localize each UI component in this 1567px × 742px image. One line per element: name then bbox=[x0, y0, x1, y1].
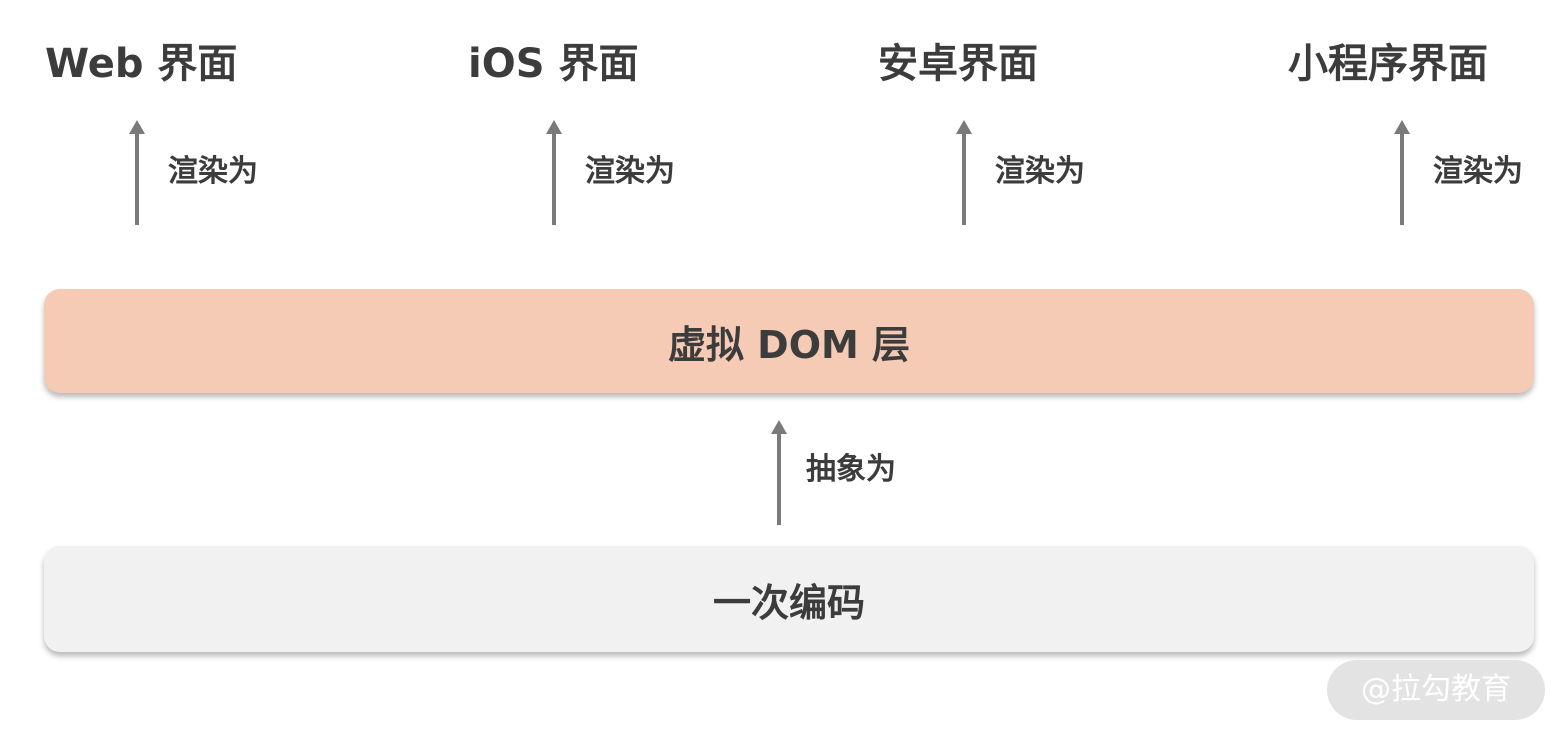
render-label-ios: 渲染为 bbox=[585, 154, 675, 189]
render-label-miniprogram: 渲染为 bbox=[1433, 154, 1523, 189]
render-arrow-miniprogram bbox=[1394, 120, 1410, 225]
platform-label-android: 安卓界面 bbox=[878, 41, 1038, 87]
arrow-head bbox=[546, 120, 562, 134]
render-arrow-ios bbox=[546, 120, 562, 225]
abstraction-arrow bbox=[771, 420, 787, 525]
arrow-head bbox=[1394, 120, 1410, 134]
arrow-head bbox=[129, 120, 145, 134]
watermark-badge: @拉勾教育 bbox=[1327, 660, 1545, 720]
platform-label-ios: iOS 界面 bbox=[468, 41, 639, 87]
platform-label-miniprogram: 小程序界面 bbox=[1288, 41, 1488, 87]
arrow-head bbox=[771, 420, 787, 434]
render-arrow-android bbox=[956, 120, 972, 225]
arrow-shaft bbox=[777, 432, 781, 525]
render-label-android: 渲染为 bbox=[995, 154, 1085, 189]
abstraction-label: 抽象为 bbox=[806, 452, 896, 487]
code-once-layer-label: 一次编码 bbox=[712, 580, 865, 625]
render-label-web: 渲染为 bbox=[168, 154, 258, 189]
render-arrow-web bbox=[129, 120, 145, 225]
virtual-dom-layer: 虚拟 DOM 层 bbox=[44, 289, 1534, 393]
arrow-shaft bbox=[552, 132, 556, 225]
virtual-dom-layer-label: 虚拟 DOM 层 bbox=[667, 322, 911, 367]
arrow-shaft bbox=[962, 132, 966, 225]
platform-label-web: Web 界面 bbox=[45, 41, 238, 87]
arrow-shaft bbox=[135, 132, 139, 225]
code-once-layer: 一次编码 bbox=[44, 546, 1534, 652]
arrow-head bbox=[956, 120, 972, 134]
arrow-shaft bbox=[1400, 132, 1404, 225]
